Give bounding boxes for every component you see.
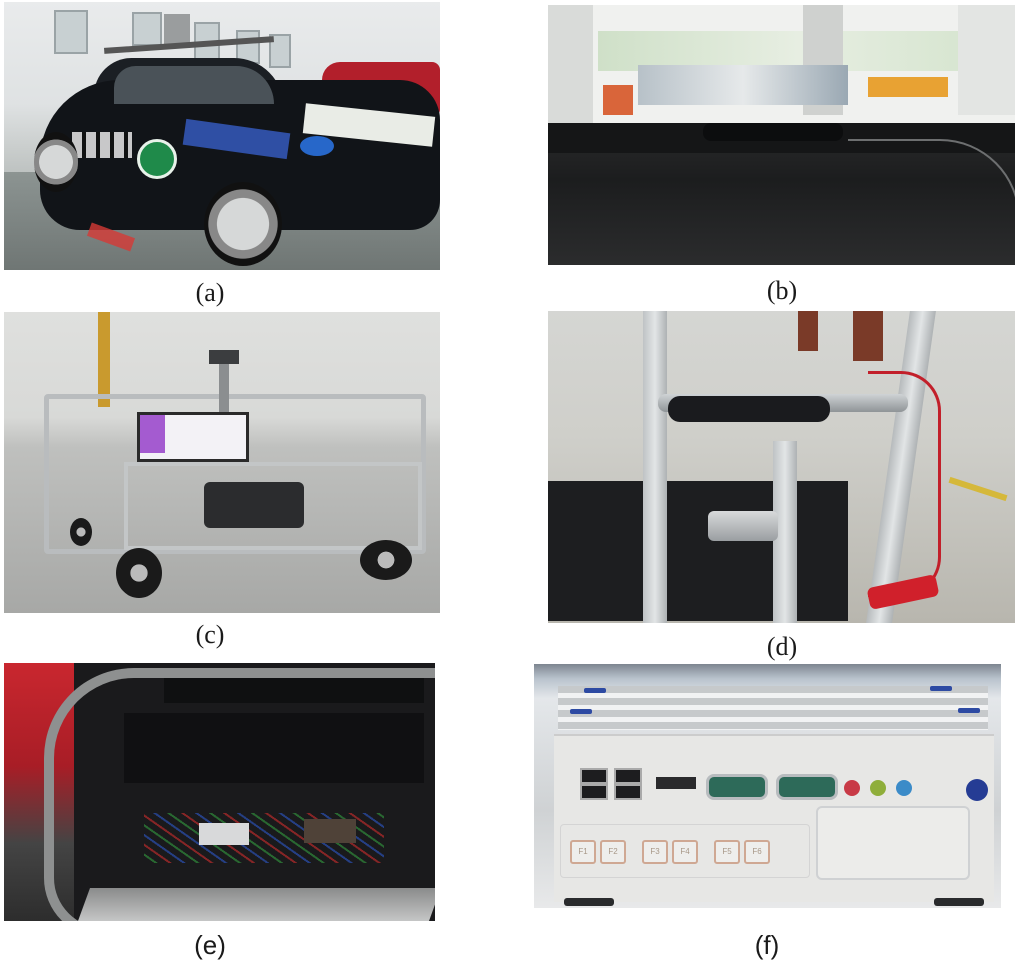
- rubber-foot: [934, 898, 984, 906]
- aluminum-frame: [44, 394, 426, 554]
- serial-port: [776, 774, 838, 800]
- heatsink-fins: [558, 686, 988, 730]
- aluminum-frame-lower: [124, 462, 422, 550]
- dashboard-camera: [703, 123, 843, 141]
- usb-port: [580, 784, 608, 800]
- yellow-pillar: [98, 312, 110, 407]
- usb-port: [580, 768, 608, 784]
- rear-wheel: [34, 132, 78, 192]
- usb-port: [614, 768, 642, 784]
- front-wheel: [204, 182, 282, 266]
- function-key: F6: [744, 840, 770, 864]
- caption-a: (a): [195, 278, 225, 307]
- function-key: F5: [714, 840, 740, 864]
- audio-jack-red: [844, 780, 860, 796]
- function-key: F2: [600, 840, 626, 864]
- drive-bay-door: [816, 806, 970, 880]
- rear-bumper: [77, 888, 435, 921]
- blue-tab: [958, 708, 980, 713]
- background-pillar: [958, 5, 1015, 115]
- background-pillar: [548, 5, 593, 125]
- display-port: [656, 777, 696, 789]
- floor-yellow-line: [948, 476, 1008, 502]
- sensor-mast: [219, 352, 229, 412]
- orange-equipment: [868, 77, 948, 97]
- background-window: [54, 10, 88, 54]
- depth-camera-bottom: [708, 511, 778, 541]
- monitor-sidebar: [140, 415, 165, 453]
- photo-a-test-vehicle: [4, 2, 440, 270]
- serial-port: [706, 774, 768, 800]
- liftgate-frame: [44, 668, 435, 921]
- cart-wheel: [360, 540, 412, 580]
- lab-equipment: [638, 65, 848, 105]
- computing-module: [199, 823, 249, 845]
- orange-equipment: [603, 85, 633, 115]
- cart-caster: [70, 518, 92, 546]
- background-window: [269, 34, 291, 68]
- audio-jack-blue: [896, 780, 912, 796]
- power-button: [966, 779, 988, 801]
- background-door: [798, 311, 818, 351]
- background-door: [853, 311, 883, 361]
- photo-c-robot-cart: [4, 312, 440, 613]
- blue-logo-sticker: [300, 136, 334, 156]
- function-key: F3: [642, 840, 668, 864]
- blue-tab: [570, 709, 592, 714]
- depth-camera-top: [668, 396, 830, 422]
- photo-f-industrial-pc: F1 F2 F3 F4 F5 F6: [534, 664, 1001, 908]
- audio-jack-green: [870, 780, 886, 796]
- green-badge-sticker: [137, 139, 177, 179]
- computing-module: [304, 819, 356, 843]
- caption-e: (e): [194, 930, 226, 960]
- blue-tab: [584, 688, 606, 693]
- function-key-panel: [560, 824, 810, 878]
- caption-c: (c): [195, 620, 225, 649]
- camera-cable: [848, 139, 1015, 241]
- door-lettering: [72, 132, 132, 158]
- black-enclosure: [548, 481, 848, 621]
- caption-f: (f): [754, 930, 780, 960]
- photo-b-dashboard-camera: [548, 5, 1015, 265]
- background-window: [132, 12, 162, 46]
- mast-sensor: [209, 350, 239, 364]
- function-key: F4: [672, 840, 698, 864]
- cart-wheel: [116, 548, 162, 598]
- car-windshield: [114, 66, 274, 104]
- red-power-cable: [868, 371, 941, 597]
- background-windows: [598, 31, 998, 71]
- aluminum-upright: [643, 311, 667, 623]
- function-key: F1: [570, 840, 596, 864]
- computer-unit: [204, 482, 304, 528]
- caption-b: (b): [766, 276, 798, 305]
- rubber-foot: [564, 898, 614, 906]
- photo-d-camera-mount: [548, 311, 1015, 623]
- photo-e-car-trunk: [4, 663, 435, 921]
- blue-tab: [930, 686, 952, 691]
- caption-d: (d): [766, 632, 798, 661]
- usb-port: [614, 784, 642, 800]
